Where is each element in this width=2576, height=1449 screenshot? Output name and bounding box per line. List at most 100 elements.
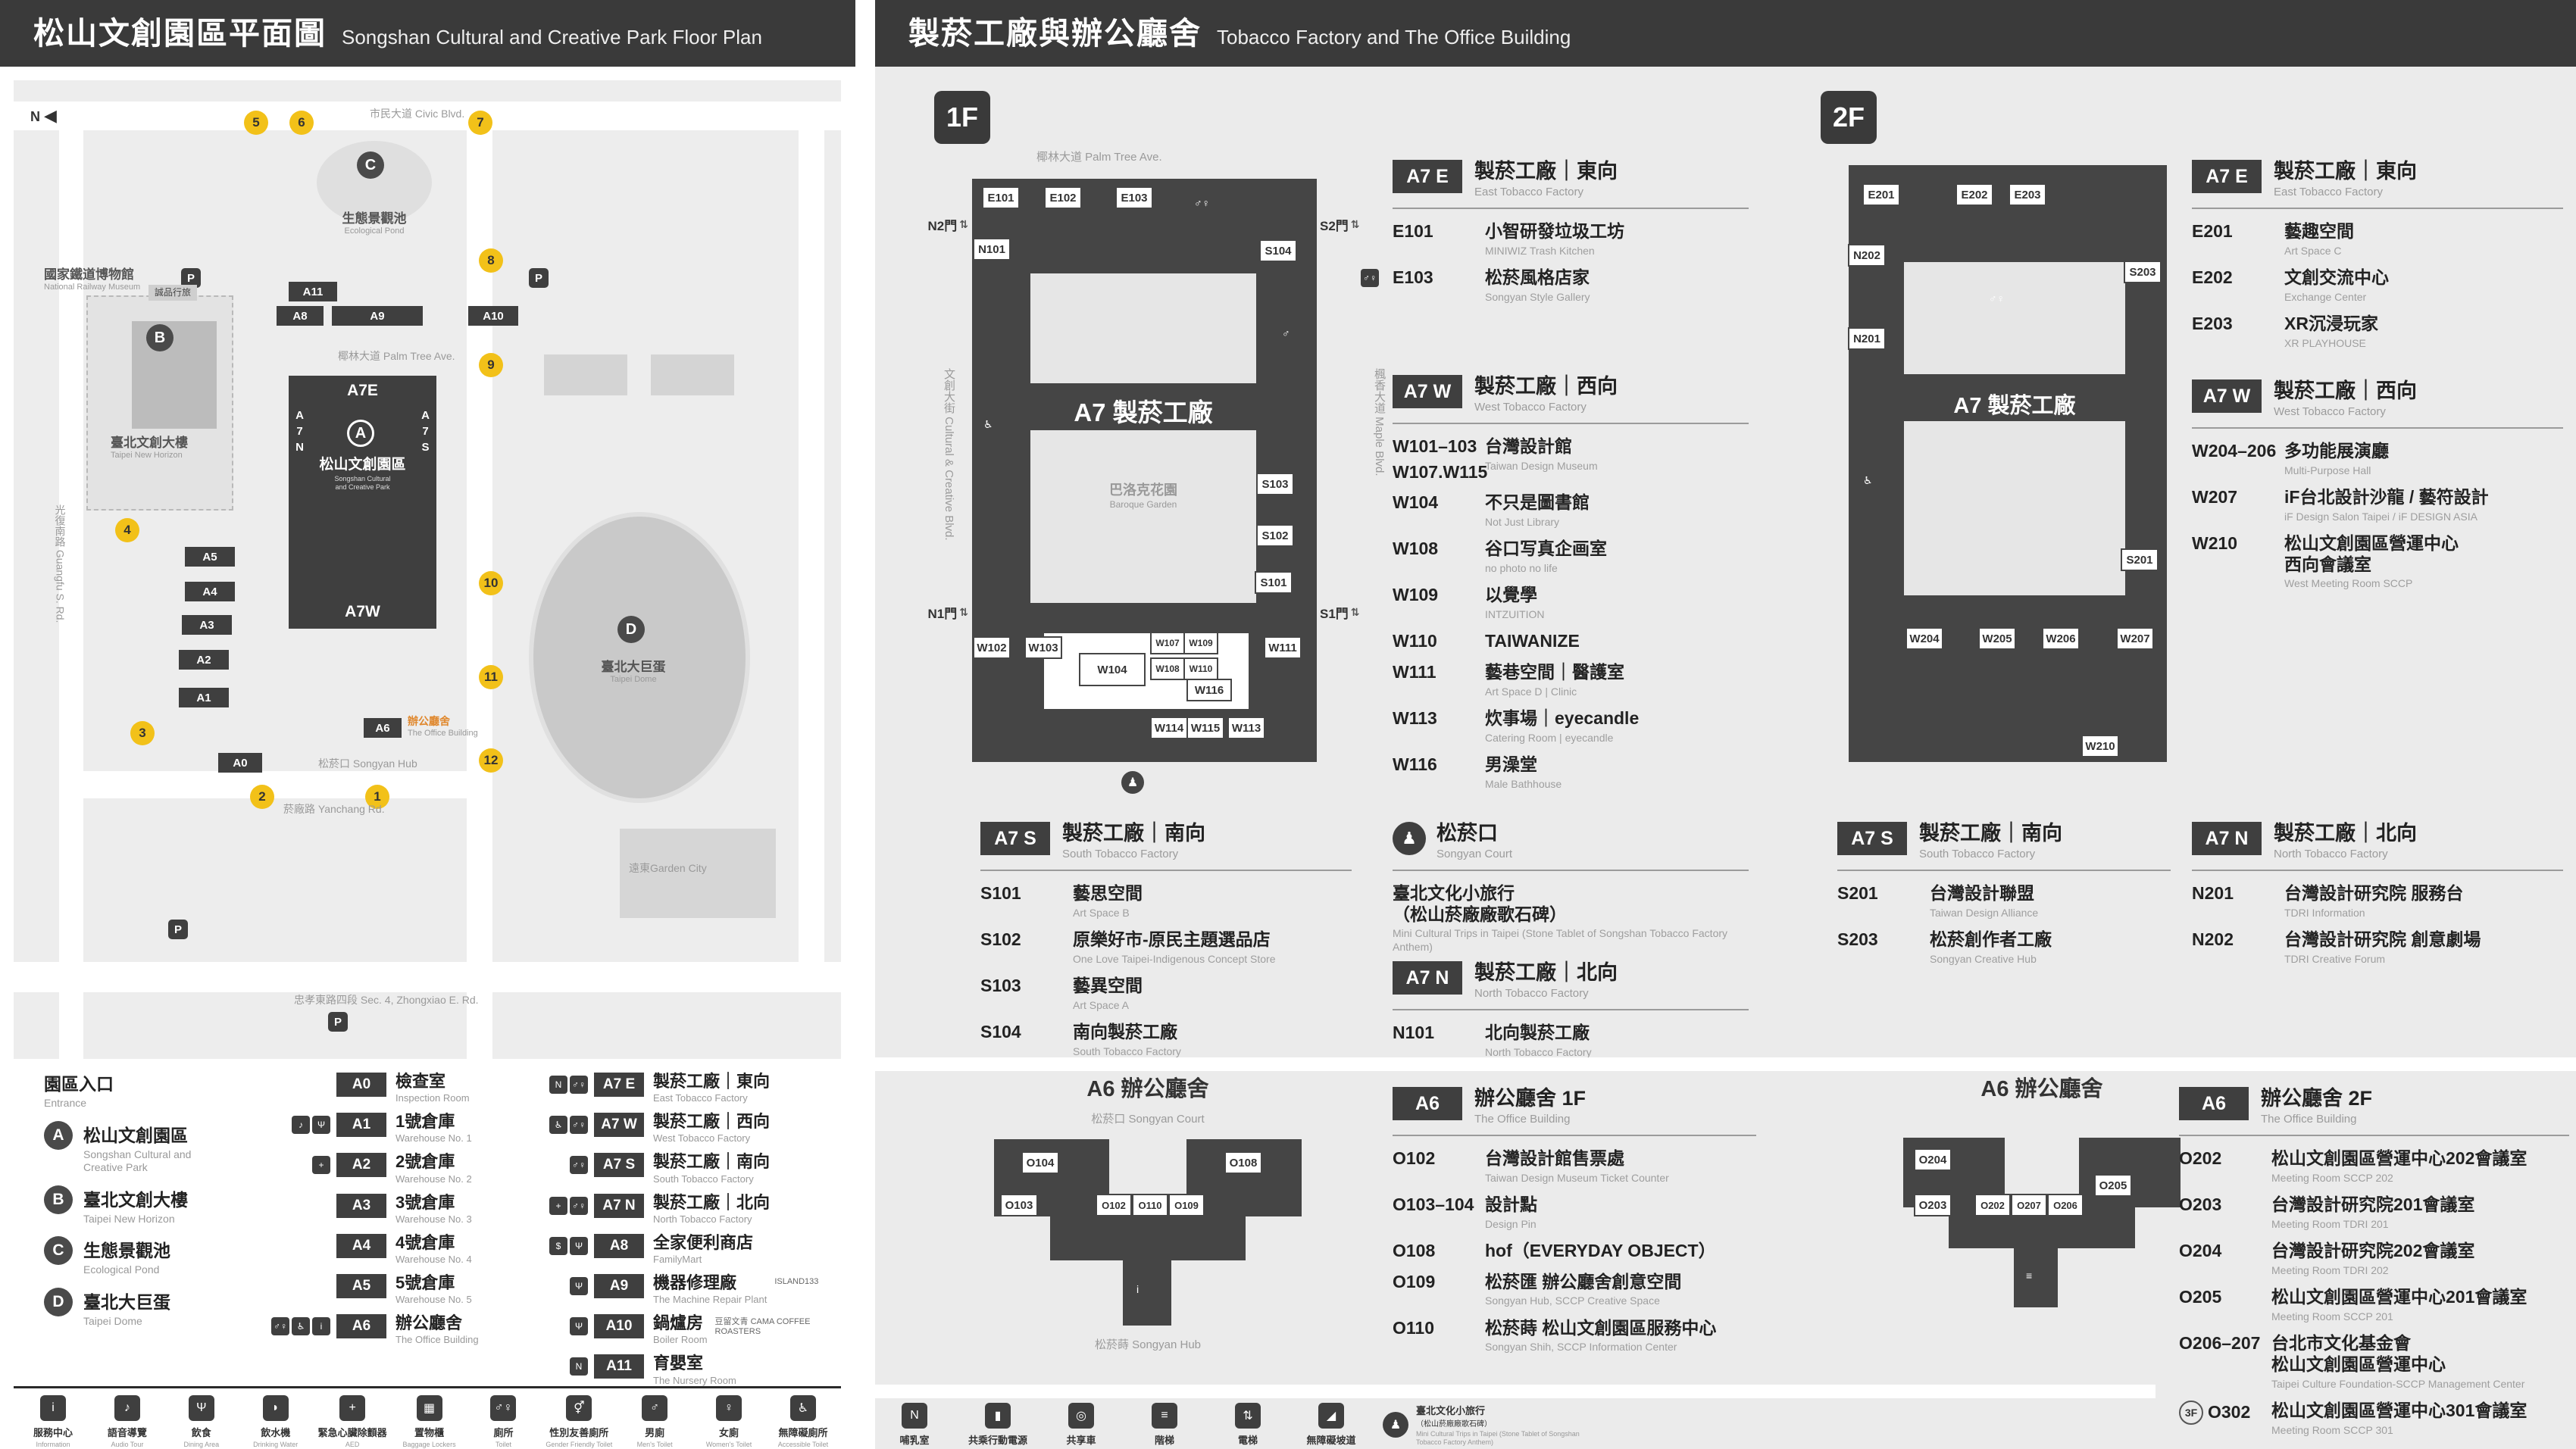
facility-label-en: Dining Area <box>183 1441 220 1448</box>
directory-row: ♂♀ E103 松菸風格店家 Songyan Style Gallery <box>1361 267 1749 304</box>
directory-rows: S201 台灣設計聯盟 Taiwan Design Alliance S203 … <box>1837 883 2171 966</box>
map-label: 松菸口 Songyan Hub <box>318 757 417 770</box>
legend-marker: C <box>44 1236 73 1265</box>
nursing-room-icon: N <box>902 1403 927 1429</box>
room-chip: S203 <box>2124 261 2162 283</box>
building-name-en: Warehouse No. 3 <box>395 1213 472 1225</box>
entrance-marker: 7 <box>468 111 492 135</box>
room-chip: E102 <box>1044 186 1082 209</box>
facility-label-en: Drinking Water <box>253 1441 299 1448</box>
street-label-left: 文創大街 Cultural & Creative Blvd. <box>943 368 955 541</box>
building-code-badge: A2 <box>336 1153 386 1178</box>
facility-label-zh: 飲食 <box>191 1427 211 1438</box>
facility-label-zh: 男廁 <box>645 1427 665 1438</box>
directory-row: W111 藝巷空間｜醫護室 Art Space D | Clinic <box>1393 662 1624 698</box>
building-name-zh: 2號倉庫 <box>395 1152 455 1172</box>
directory-row: O102 台灣設計館售票處 Taiwan Design Museum Ticke… <box>1393 1148 1669 1184</box>
legend-row: N A11 育嬰室 The Nursery Room <box>523 1354 850 1386</box>
park-name-label: 松山文創園區 Songshan Cultural and Creative Pa… <box>319 457 406 492</box>
legend-row: D 臺北大巨蛋 Taipei Dome <box>44 1287 256 1329</box>
walking-person-icon: ♟ <box>1393 822 1426 855</box>
aed-icon: + <box>549 1196 567 1215</box>
facility-item: ≡ 階梯 Stairs <box>1133 1403 1196 1449</box>
legend-label-en: Ecological Pond <box>83 1263 160 1276</box>
toilet-icon: ♂♀ <box>570 1156 588 1175</box>
facility-item: ◢ 無障礙坡道 Accessible Ramp <box>1299 1403 1363 1449</box>
building-code-badge: A10 <box>594 1314 644 1339</box>
room-code: W111 <box>1393 662 1436 682</box>
room-name-en: Songyan Style Gallery <box>1485 290 1590 303</box>
facility-label-en: AED <box>345 1441 360 1448</box>
entrance-marker: 10 <box>479 571 503 595</box>
facility-item: ♿ 無障礙廁所 Accessible Toilet <box>771 1395 835 1449</box>
room-chip: W103 <box>1024 636 1062 659</box>
room-chip: N101 <box>973 238 1011 261</box>
legend-row: ♂♀♿i A6 辦公廳舍 The Office Building <box>265 1313 527 1345</box>
gate-label: N2門⇅ <box>927 218 968 233</box>
room-name-zh: 松菸風格店家 <box>1485 267 1590 288</box>
letter-marker: D <box>617 616 645 643</box>
facility-item: ⚥ 性別友善廁所 Gender Friendly Toilet <box>546 1395 612 1449</box>
directory-row: E203 XR沉浸玩家 XR PLAYHOUSE <box>2192 314 2378 349</box>
room-chip: O202 <box>1974 1194 2011 1216</box>
facility-iconbar-left: i 服務中心 Information ♪ 語音導覽 Audio Tour Ψ 飲… <box>21 1395 835 1449</box>
directory-row: W104 不只是圖書館 Not Just Library <box>1393 492 1590 528</box>
directory-row: E202 文創交流中心 Exchange Center <box>2192 267 2389 303</box>
directory-rows: N201 台灣設計研究院 服務台 TDRI Information N202 台… <box>2192 883 2563 966</box>
map-label: 臺北文創大樓 Taipei New Horizon <box>111 436 188 461</box>
facility-item: ♪ 語音導覽 Audio Tour <box>95 1395 159 1449</box>
map-label: 辦公廳舍 The Office Building <box>408 715 478 738</box>
audio-tour-icon: ♪ <box>114 1395 140 1421</box>
power-bank-icon: ▮ <box>985 1403 1011 1429</box>
room-chip: O206 <box>2047 1194 2084 1216</box>
divider <box>14 1386 841 1388</box>
room-code: O204 <box>2179 1241 2222 1261</box>
room-code: O202 <box>2179 1148 2222 1168</box>
building-name-en: Warehouse No. 4 <box>395 1253 472 1265</box>
left-title-zh: 松山文創園區平面圖 <box>33 16 327 51</box>
room-chip: S104 <box>1259 239 1297 262</box>
legend-marker: D <box>44 1287 73 1316</box>
room-chip: W110 <box>1183 657 1218 680</box>
directory-row: S103 藝異空間 Art Space A <box>980 976 1143 1011</box>
taipei-new-horizon-block <box>132 321 217 429</box>
baroque-garden-label: 巴洛克花園 Baroque Garden <box>1109 482 1177 511</box>
gate-arrow-icon: ⇅ <box>1350 606 1360 618</box>
legend-row: A 松山文創園區 Songshan Cultural and Creative … <box>44 1120 256 1175</box>
room-code: E103 <box>1393 267 1433 288</box>
inner-court-upper <box>1030 273 1256 383</box>
room-chip: S201 <box>2121 548 2159 571</box>
gate-label: S1門⇅ <box>1320 606 1360 621</box>
legend-label-en: Entrance <box>44 1097 87 1109</box>
tenant-note: 豆留文青 CAMA COFFEE ROASTERS <box>714 1317 811 1337</box>
entrance-marker: 6 <box>289 111 314 135</box>
letter-marker: A <box>347 420 374 447</box>
directory-rows: E201 藝趣空間 Art Space C E202 文創交流中心 Exchan… <box>2192 221 2563 350</box>
building-chip: A11 <box>289 282 337 301</box>
room-chip: W104 <box>1079 653 1146 686</box>
room-chip: W114 <box>1150 717 1188 739</box>
youbike-icon: ◎ <box>1068 1403 1094 1429</box>
facility-label-en: Accessible Toilet <box>777 1441 829 1448</box>
room-chip: W116 <box>1186 679 1232 701</box>
room-code: W109 <box>1393 585 1439 605</box>
divider <box>980 870 1352 871</box>
directory-row: W210 松山文創園區營運中心 西向會議室 West Meeting Room … <box>2192 533 2459 590</box>
divider <box>1393 870 1749 871</box>
toilet-icon: ♂♀ <box>570 1196 588 1215</box>
room-chip: W108 <box>1150 657 1185 680</box>
room-code: O205 <box>2179 1287 2222 1307</box>
directory-row: O203 台灣設計研究院201會議室 Meeting Room TDRI 201 <box>2179 1194 2475 1230</box>
room-chip: W111 <box>1264 636 1302 659</box>
building-code-badge: A4 <box>336 1233 386 1258</box>
building-code-badge: A11 <box>594 1354 644 1379</box>
plan-center-label: A7 製菸工廠 <box>1074 398 1213 426</box>
entrance-marker: 9 <box>479 353 503 377</box>
entrance-marker: 2 <box>250 785 274 809</box>
room-chip: O207 <box>2011 1194 2047 1216</box>
building-chip: A8 <box>277 306 324 326</box>
